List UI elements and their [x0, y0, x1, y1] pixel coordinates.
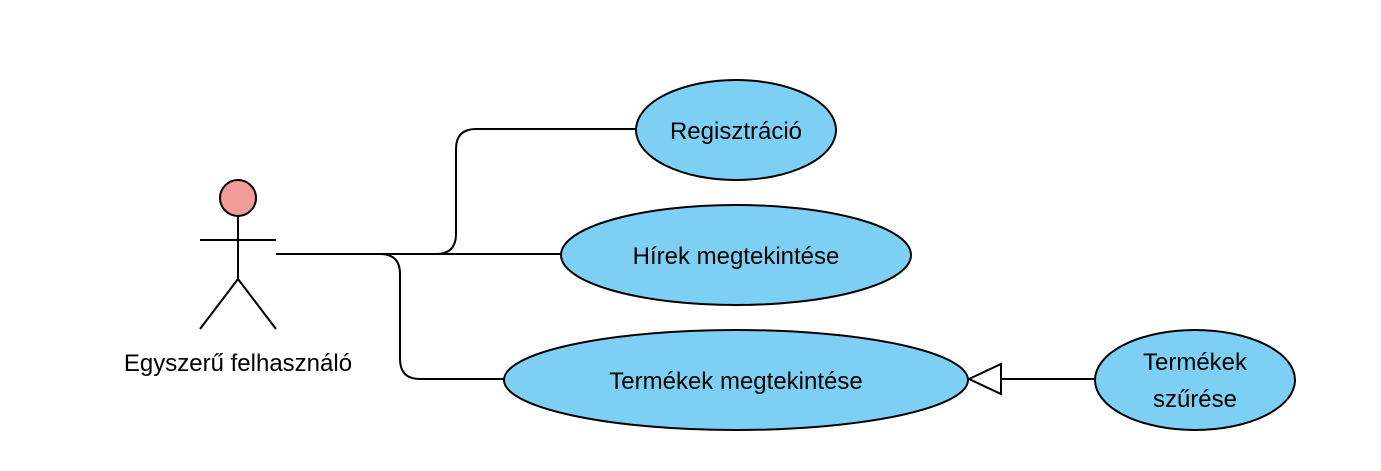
- use-case-filter-products-ellipse: [1094, 329, 1296, 431]
- use-case-filter-products: Termékek szűrése: [1094, 329, 1296, 431]
- use-case-view-news: Hírek megtekintése: [560, 204, 912, 306]
- use-case-registration-label: Regisztráció: [670, 118, 802, 145]
- use-case-view-products-label: Termékek megtekintése: [609, 368, 862, 395]
- actor-label: Egyszerű felhasználó: [124, 350, 352, 377]
- use-case-registration-ellipse: [635, 79, 837, 181]
- use-case-filter-products-label-line2: szűrése: [1153, 386, 1237, 413]
- association-line-view-products: [276, 253, 504, 380]
- actor-head: [219, 179, 257, 217]
- actor-left-leg: [199, 278, 239, 330]
- use-case-view-products-ellipse: [503, 329, 969, 431]
- use-case-view-news-ellipse: [560, 204, 912, 306]
- actor-figure: [199, 179, 277, 330]
- use-case-registration: Regisztráció: [635, 79, 837, 181]
- actor-right-leg: [237, 278, 277, 330]
- use-case-view-news-label: Hírek megtekintése: [633, 243, 840, 270]
- generalization-arrowhead: [966, 362, 1002, 396]
- use-case-filter-products-label-line1: Termékek: [1143, 349, 1248, 376]
- use-case-view-products: Termékek megtekintése: [503, 329, 969, 431]
- association-line-registration: [276, 128, 636, 255]
